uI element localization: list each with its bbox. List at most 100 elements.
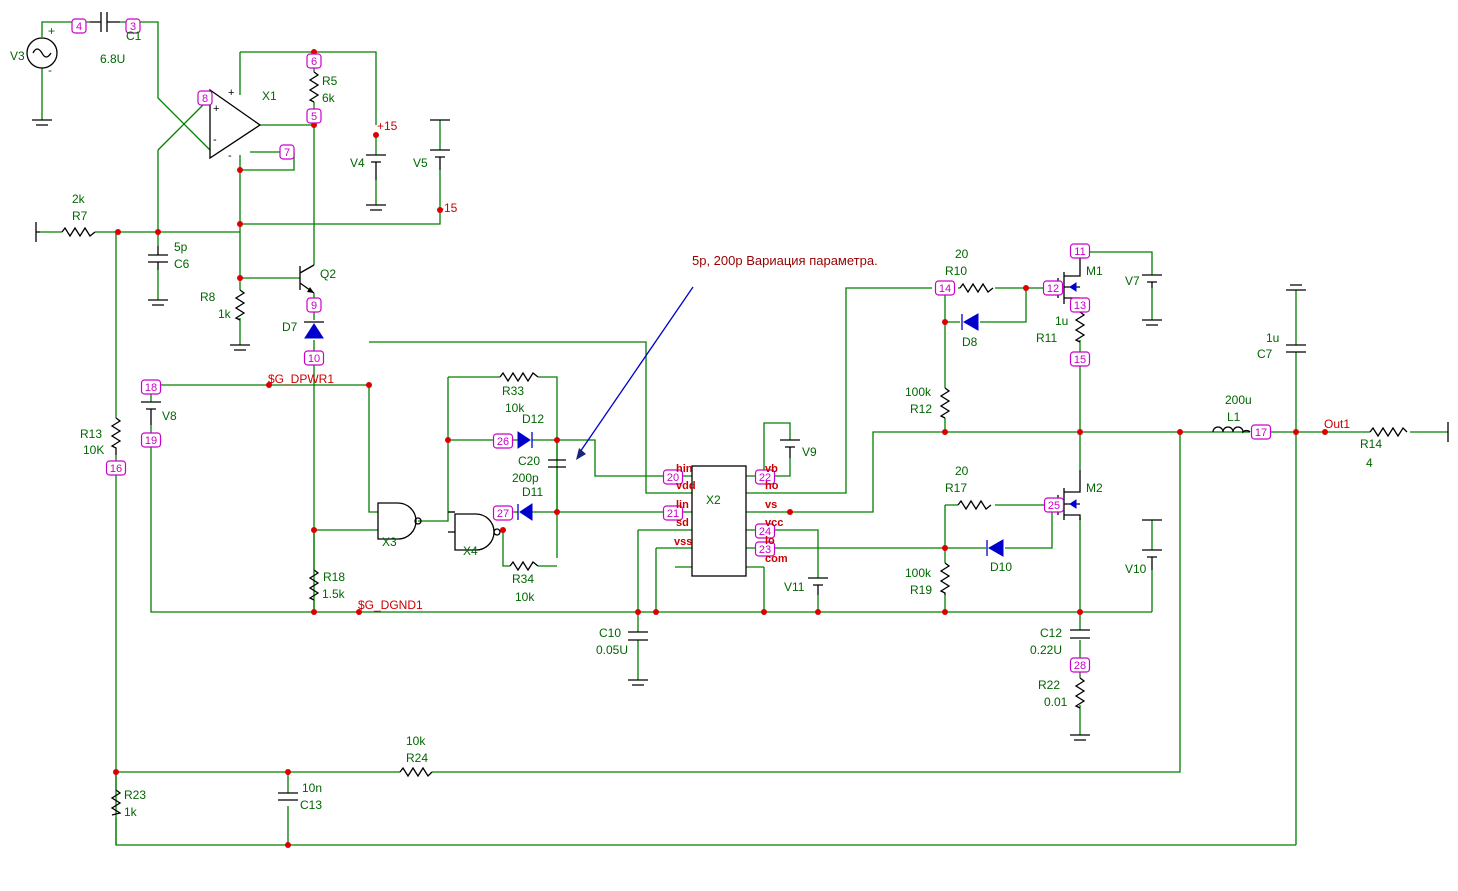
r14-resistor xyxy=(1369,422,1449,442)
q2-transistor xyxy=(299,264,315,294)
r17-resistor xyxy=(957,499,992,511)
node-text-4: 4 xyxy=(76,21,82,33)
r23-label: R23 xyxy=(124,788,146,802)
x2-pin-ho: ho xyxy=(765,480,779,492)
d11-diode xyxy=(517,503,533,521)
plus15-label: +15 xyxy=(377,119,398,133)
c12-value: 0.22U xyxy=(1030,643,1062,657)
r14-label: R14 xyxy=(1360,437,1382,451)
l1-inductor xyxy=(1212,426,1251,434)
c10-value: 0.05U xyxy=(596,643,628,657)
node-text-8: 8 xyxy=(202,93,208,105)
node-box-5 xyxy=(306,108,322,124)
node-label-21: 21 xyxy=(662,505,684,521)
node-text-6: 6 xyxy=(311,56,317,68)
x2-pin-vss: vss xyxy=(674,536,692,548)
v3-source: + - xyxy=(26,24,58,126)
r5-value: 6k xyxy=(322,91,336,105)
svg-text:+: + xyxy=(213,103,219,115)
node-label-18: 18 xyxy=(140,379,162,395)
x2-driver-ic xyxy=(691,465,747,577)
svg-text:+: + xyxy=(228,87,234,99)
q2-label: Q2 xyxy=(320,267,336,281)
node-text-19: 19 xyxy=(145,435,157,447)
c20-capacitor xyxy=(548,459,566,468)
r34-label: R34 xyxy=(512,572,534,586)
node-label-25: 25 xyxy=(1043,497,1065,513)
d7-label: D7 xyxy=(282,320,298,334)
r11-value: 1u xyxy=(1055,314,1068,328)
x2-pin-vs: vs xyxy=(765,499,777,511)
c13-value: 10n xyxy=(302,781,322,795)
m2-label: M2 xyxy=(1086,481,1103,495)
node-text-14: 14 xyxy=(939,283,951,295)
r24-label: R24 xyxy=(406,751,428,765)
x1-label: X1 xyxy=(262,89,277,103)
c1-label: C1 xyxy=(126,29,142,43)
x2-pin-lo: lo xyxy=(765,535,775,547)
node-label-23: 23 xyxy=(754,541,776,557)
node-box-11 xyxy=(1069,243,1091,259)
node-label-7: 7 xyxy=(279,144,295,160)
node-box-3 xyxy=(125,18,141,34)
x2-pin-vdd: vdd xyxy=(676,480,696,492)
d8-label: D8 xyxy=(962,335,978,349)
v3-label: V3 xyxy=(10,49,25,63)
node-label-11: 11 xyxy=(1069,243,1091,259)
node-box-16 xyxy=(105,460,127,476)
r7-value: 2k xyxy=(72,192,86,206)
v4-label: V4 xyxy=(350,156,365,170)
node-box-27 xyxy=(492,505,514,521)
node-text-26: 26 xyxy=(497,436,509,448)
node-label-28: 28 xyxy=(1069,657,1091,673)
wires xyxy=(40,21,1448,846)
node-text-11: 11 xyxy=(1074,246,1085,258)
c20-value: 200p xyxy=(512,471,539,485)
d7-diode xyxy=(304,321,324,339)
node-text-22: 22 xyxy=(759,472,771,484)
r8-value: 1k xyxy=(218,307,232,321)
node-text-23: 23 xyxy=(759,544,771,556)
x3-label: X3 xyxy=(382,535,397,549)
node-text-27: 27 xyxy=(497,508,509,520)
node-box-20 xyxy=(662,469,684,485)
x2-pin-lin: lin xyxy=(676,499,689,511)
v11-supply xyxy=(808,577,828,595)
node-box-19 xyxy=(140,432,162,448)
node-box-23 xyxy=(754,541,776,557)
node-box-7 xyxy=(279,144,295,160)
node-box-12 xyxy=(1042,280,1064,296)
annotation-text: 5p, 200p Вариация параметра. xyxy=(692,253,878,268)
node-label-4: 4 xyxy=(71,18,87,34)
c12-capacitor xyxy=(1070,629,1090,639)
node-text-12: 12 xyxy=(1047,283,1059,295)
node-text-18: 18 xyxy=(145,382,157,394)
node-label-24: 24 xyxy=(754,523,776,539)
junction-dots xyxy=(113,49,1328,848)
c10-label: C10 xyxy=(599,626,621,640)
node-label-22: 22 xyxy=(754,469,776,485)
node-box-25 xyxy=(1043,497,1065,513)
r13-resistor xyxy=(110,417,122,455)
r10-resistor xyxy=(959,282,994,294)
r10-label: R10 xyxy=(945,264,967,278)
v10-supply xyxy=(1142,519,1162,570)
node-label-10: 10 xyxy=(303,350,325,366)
v8-supply xyxy=(141,401,161,425)
node-label-12: 12 xyxy=(1042,280,1064,296)
r33-label: R33 xyxy=(502,384,524,398)
v7-label: V7 xyxy=(1125,274,1140,288)
node-label-17: 17 xyxy=(1250,424,1272,440)
v11-label: V11 xyxy=(784,580,805,594)
r11-label: R11 xyxy=(1036,331,1057,345)
node-text-10: 10 xyxy=(308,353,320,365)
node-text-21: 21 xyxy=(667,508,679,520)
sg-dgnd-label: $G_DGND1 xyxy=(358,598,423,612)
c7-capacitor xyxy=(1286,284,1306,353)
node-text-16: 16 xyxy=(110,463,122,475)
x2-pin-sd: sd xyxy=(676,517,689,529)
r12-label: R12 xyxy=(910,402,932,416)
c10-capacitor xyxy=(628,631,648,686)
r13-label: R13 xyxy=(80,427,102,441)
node-box-10 xyxy=(303,350,325,366)
